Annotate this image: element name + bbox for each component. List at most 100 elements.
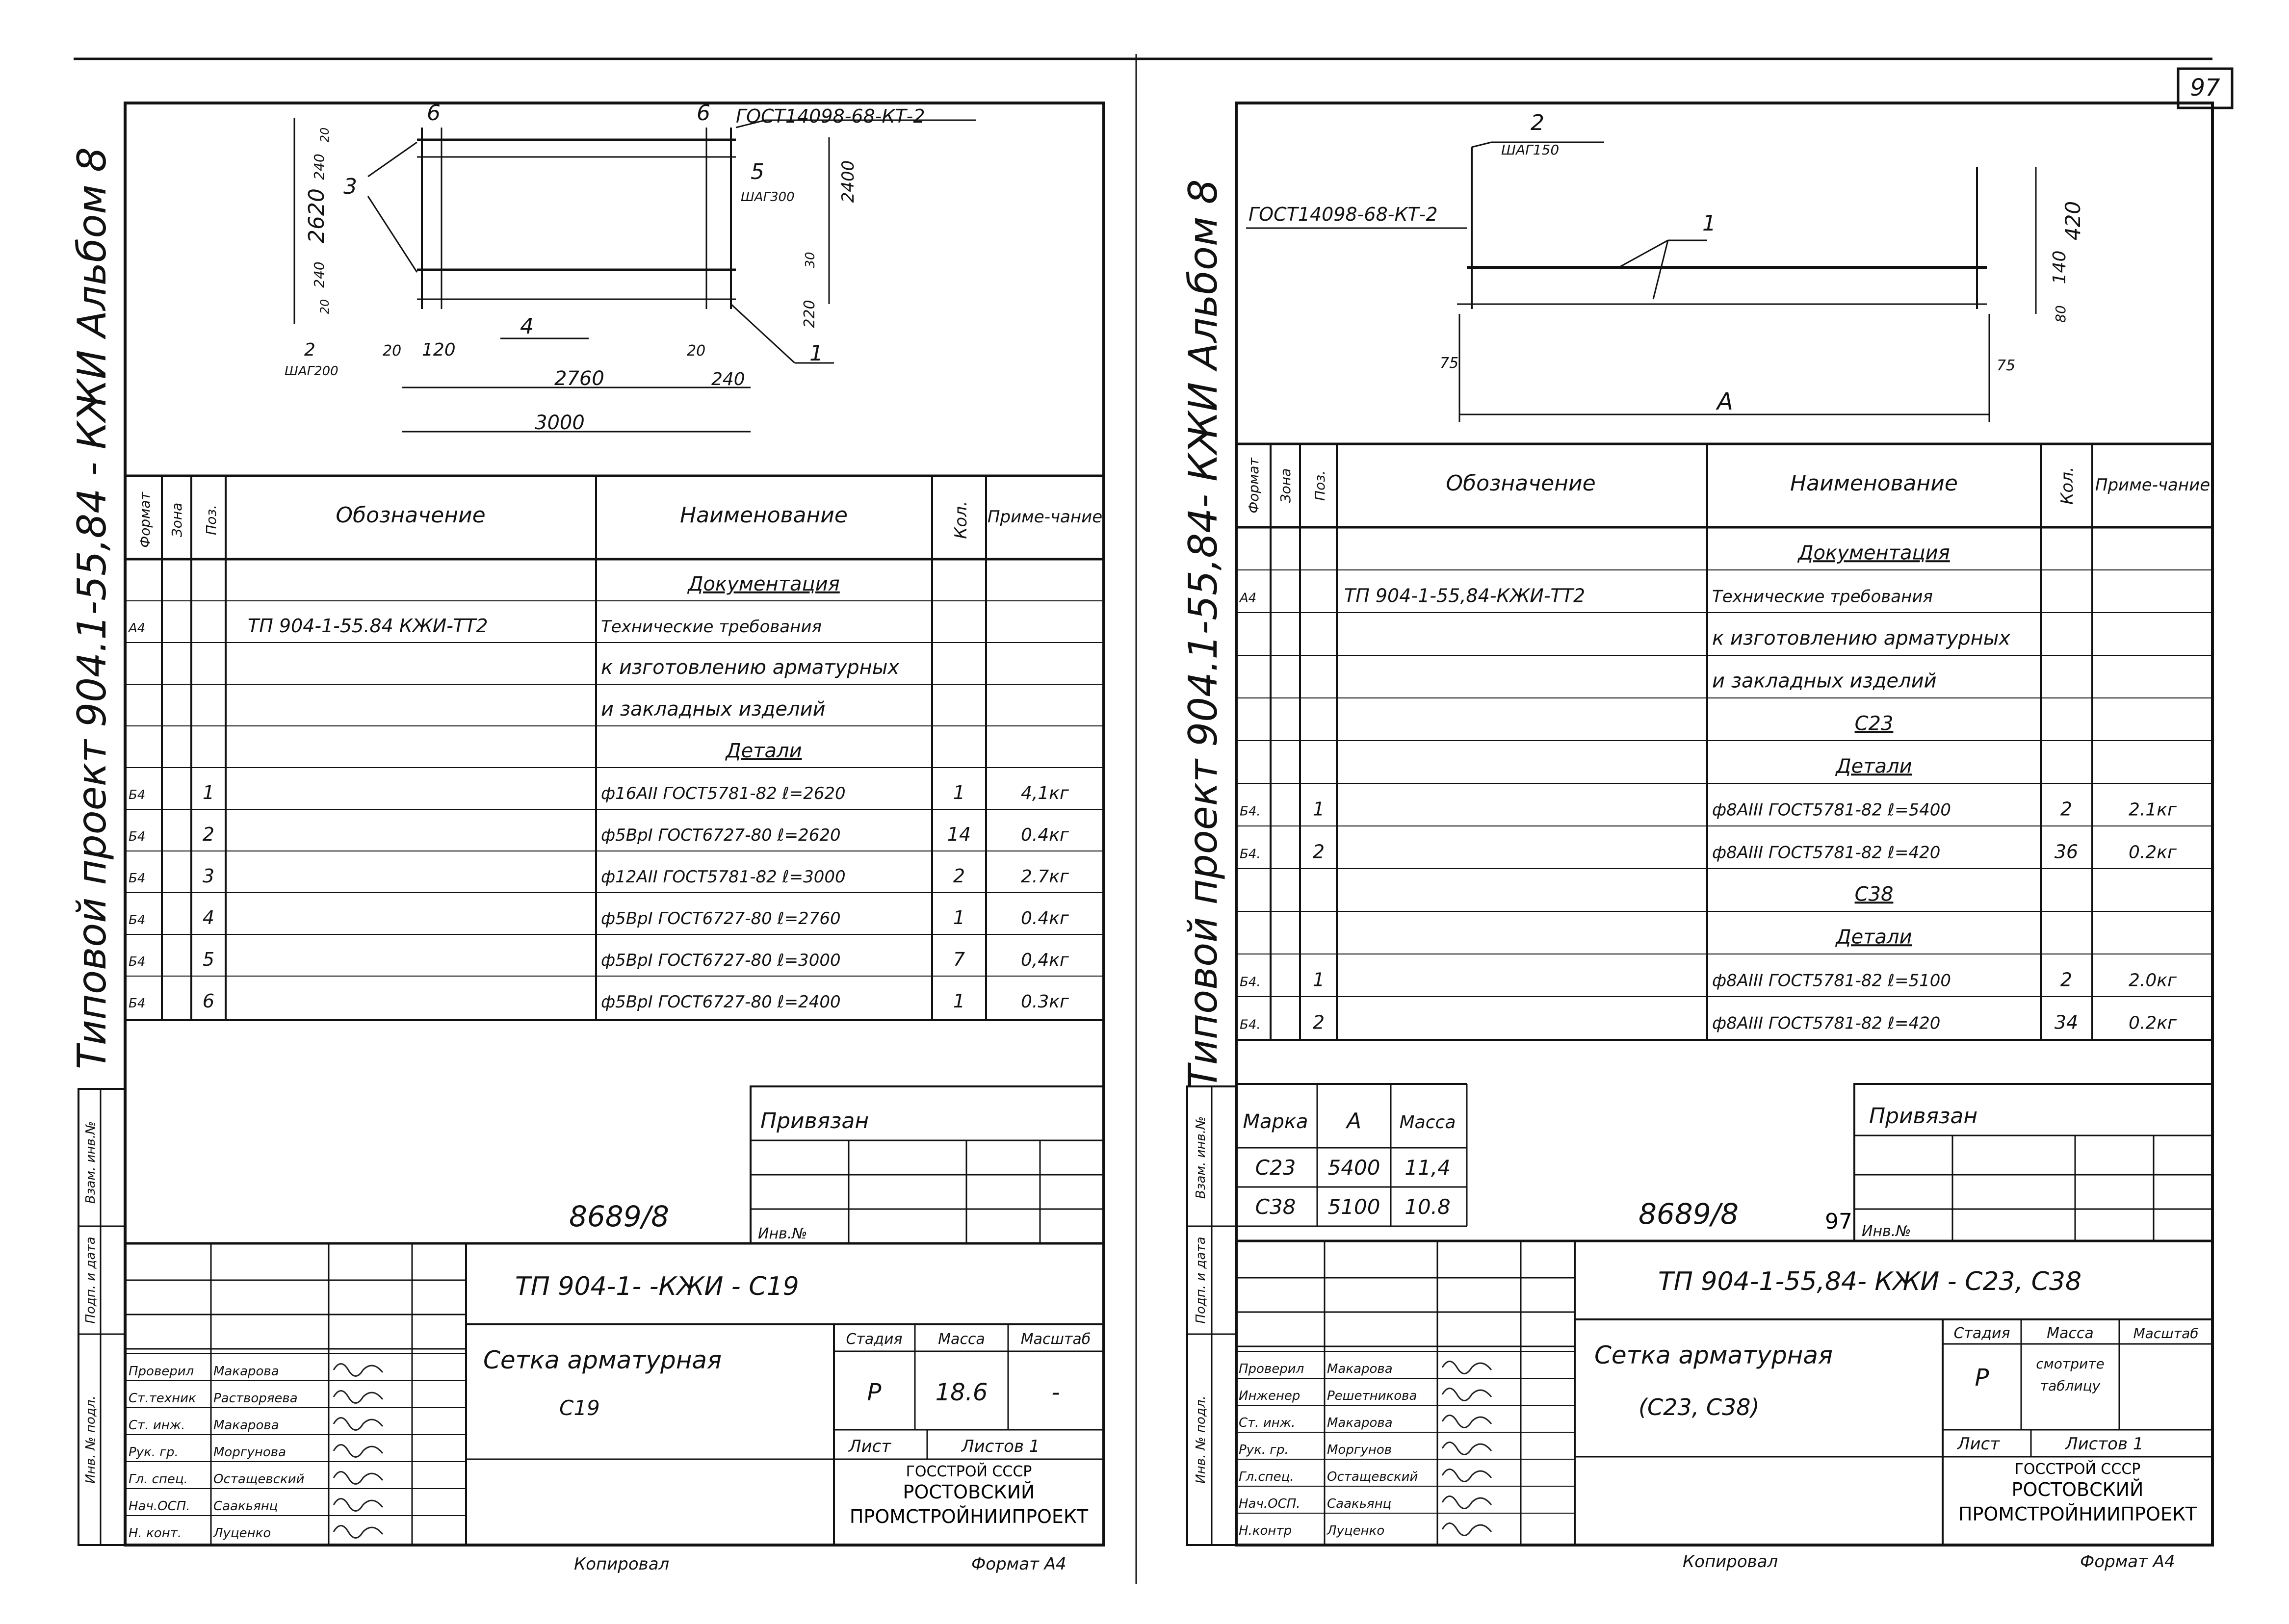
left-sign-role-1: Ст.техник [129,1391,196,1406]
right-step: ШАГ150 [1501,142,1559,158]
right-spec-note-10: 2.0кг [2129,970,2177,990]
right-spec-pos-6: 1 [1313,798,1325,820]
left-dim-2400: 2400 [838,160,858,203]
right-spec-fmt-1: А4 [1239,591,1256,605]
left-spec-fmt-6: Б4 [129,829,145,844]
right-stage: Р [1975,1364,1989,1392]
right-signature-4 [1441,1469,1492,1482]
left-signature-1 [333,1390,384,1404]
left-dim-30: 30 [803,252,818,268]
left-spec-note-7: 2.7кг [1021,867,1069,887]
left-spec-pos-9: 5 [203,949,214,970]
left-spec-pos-10: 6 [203,990,214,1012]
left-spec-fmt-10: Б4 [129,996,145,1011]
right-marks-table [1236,1083,1468,1227]
right-marks-hdr-mass: Масса [1400,1112,1456,1133]
left-spec-name-8: ф5ВрI ГОСТ6727-80 ℓ=2760 [601,909,841,928]
left-mesh-drawing [293,118,976,433]
right-sign-role-6: Н.контр [1239,1523,1292,1538]
left-org1: ГОССТРОЙ СССР [906,1463,1032,1480]
right-marks-a-1: 5100 [1328,1195,1380,1219]
left-spec-name-3: и закладных изделий [601,698,826,721]
left-mass: 18.6 [936,1379,988,1406]
left-title-block [125,1242,1104,1545]
right-sign-role-3: Рук. гр. [1239,1443,1289,1457]
left-spec-fmt-8: Б4 [129,913,145,928]
left-spec-qty-7: 2 [953,865,965,887]
right-spec-fmt-7: Б4. [1240,847,1261,861]
left-hdr-pos: Поз. [203,505,219,535]
left-frame [124,102,1105,1547]
left-dim-3000: 3000 [535,412,585,434]
right-spec-fmt-6: Б4. [1240,804,1261,819]
right-inv-no: Инв.№ [1862,1223,1911,1240]
left-dim-240b: 240 [311,261,327,287]
right-spec-desig-1: ТП 904-1-55,84-КЖИ-ТТ2 [1344,585,1585,606]
left-pos-3: 3 [343,174,357,199]
right-hdr-format: Формат [1246,458,1262,514]
right-spec-name-3: и закладных изделий [1712,670,1937,692]
right-pos-1: 1 [1702,211,1716,236]
right-page-small: 97 [1825,1209,1852,1234]
left-inv-no: Инв.№ [758,1225,807,1242]
right-spec-qty-6: 2 [2060,798,2072,820]
left-sign-role-0: Проверил [129,1364,194,1379]
left-step-left: ШАГ200 [285,364,338,379]
right-spec-name-7: ф8АIII ГОСТ5781-82 ℓ=420 [1712,843,1940,862]
left-sign-name-1: Растворяева [213,1391,298,1406]
left-stage: Р [867,1379,882,1406]
left-spec-qty-5: 1 [953,782,965,803]
left-spec-name-6: ф5ВрI ГОСТ6727-80 ℓ=2620 [601,825,841,845]
left-spec-fmt-5: Б4 [129,788,145,802]
left-pos-2: 2 [304,340,315,360]
right-marks-hdr-mark: Марка [1243,1110,1308,1133]
right-dim-a: А [1716,388,1733,415]
right-sign-role-2: Ст. инж. [1239,1416,1295,1430]
left-mass-hdr: Масса [938,1331,985,1348]
right-signature-3 [1441,1442,1492,1455]
left-org2: РОСТОВСКИЙ [903,1481,1035,1503]
right-sign-name-5: Саакьянц [1327,1496,1391,1511]
left-hdr-note: Приме-чание [988,507,1102,527]
left-signature-0 [333,1363,384,1377]
left-pos-6b: 6 [697,101,710,126]
left-hdr-desig: Обозначение [336,503,485,528]
left-dim-240a: 240 [311,154,327,180]
right-stage-hdr: Стадия [1953,1325,2010,1342]
left-side-title: Типовой проект 904.1-55,84 - КЖИ Альбом … [69,147,115,1069]
right-spec-qty-10: 2 [2060,969,2072,990]
right-dim-80: 80 [2053,305,2069,323]
right-spec-name-6: ф8АIII ГОСТ5781-82 ℓ=5400 [1712,800,1951,820]
left-spec-name-10: ф5ВрI ГОСТ6727-80 ℓ=2400 [601,992,841,1012]
left-dim-2760: 2760 [554,367,604,390]
right-subtitle: (С23, С38) [1639,1394,1759,1420]
left-spec-note-9: 0,4кг [1021,950,1069,970]
left-spec-name-9: ф5ВрI ГОСТ6727-80 ℓ=3000 [601,951,841,970]
right-spec-name-2: к изготовлению арматурных [1712,627,2010,649]
right-pos-2: 2 [1531,110,1544,135]
right-marks-mark-1: С38 [1255,1195,1296,1219]
right-format: Формат А4 [2080,1552,2175,1572]
right-signature-6 [1441,1522,1492,1536]
left-copied: Копировал [574,1554,669,1574]
left-sheet: Типовой проект 904.1-55,84 - КЖИ Альбом … [69,101,1105,1574]
left-scale-hdr: Масштаб [1021,1331,1091,1348]
right-doc-code: ТП 904-1-55,84- КЖИ - С23, С38 [1658,1267,2081,1296]
left-spec-qty-8: 1 [953,907,965,928]
right-side-col-inv: Инв. № подл. [1194,1395,1208,1483]
right-hdr-zone: Зона [1277,468,1294,503]
right-copied: Копировал [1683,1552,1778,1572]
left-sign-role-5: Нач.ОСП. [129,1499,190,1514]
right-spec-fmt-11: Б4. [1240,1017,1261,1032]
left-spec-qty-10: 1 [953,990,965,1012]
right-title: Сетка арматурная [1594,1341,1833,1369]
right-marks-hdr-a: А [1345,1108,1361,1134]
left-hdr-format: Формат [137,492,153,548]
right-spec-name-10: ф8АIII ГОСТ5781-82 ℓ=5100 [1712,971,1951,990]
right-spec-name-0: Документация [1797,541,1950,564]
right-sign-name-4: Остащевский [1327,1469,1418,1484]
right-spec-note-7: 0.2кг [2129,842,2177,862]
